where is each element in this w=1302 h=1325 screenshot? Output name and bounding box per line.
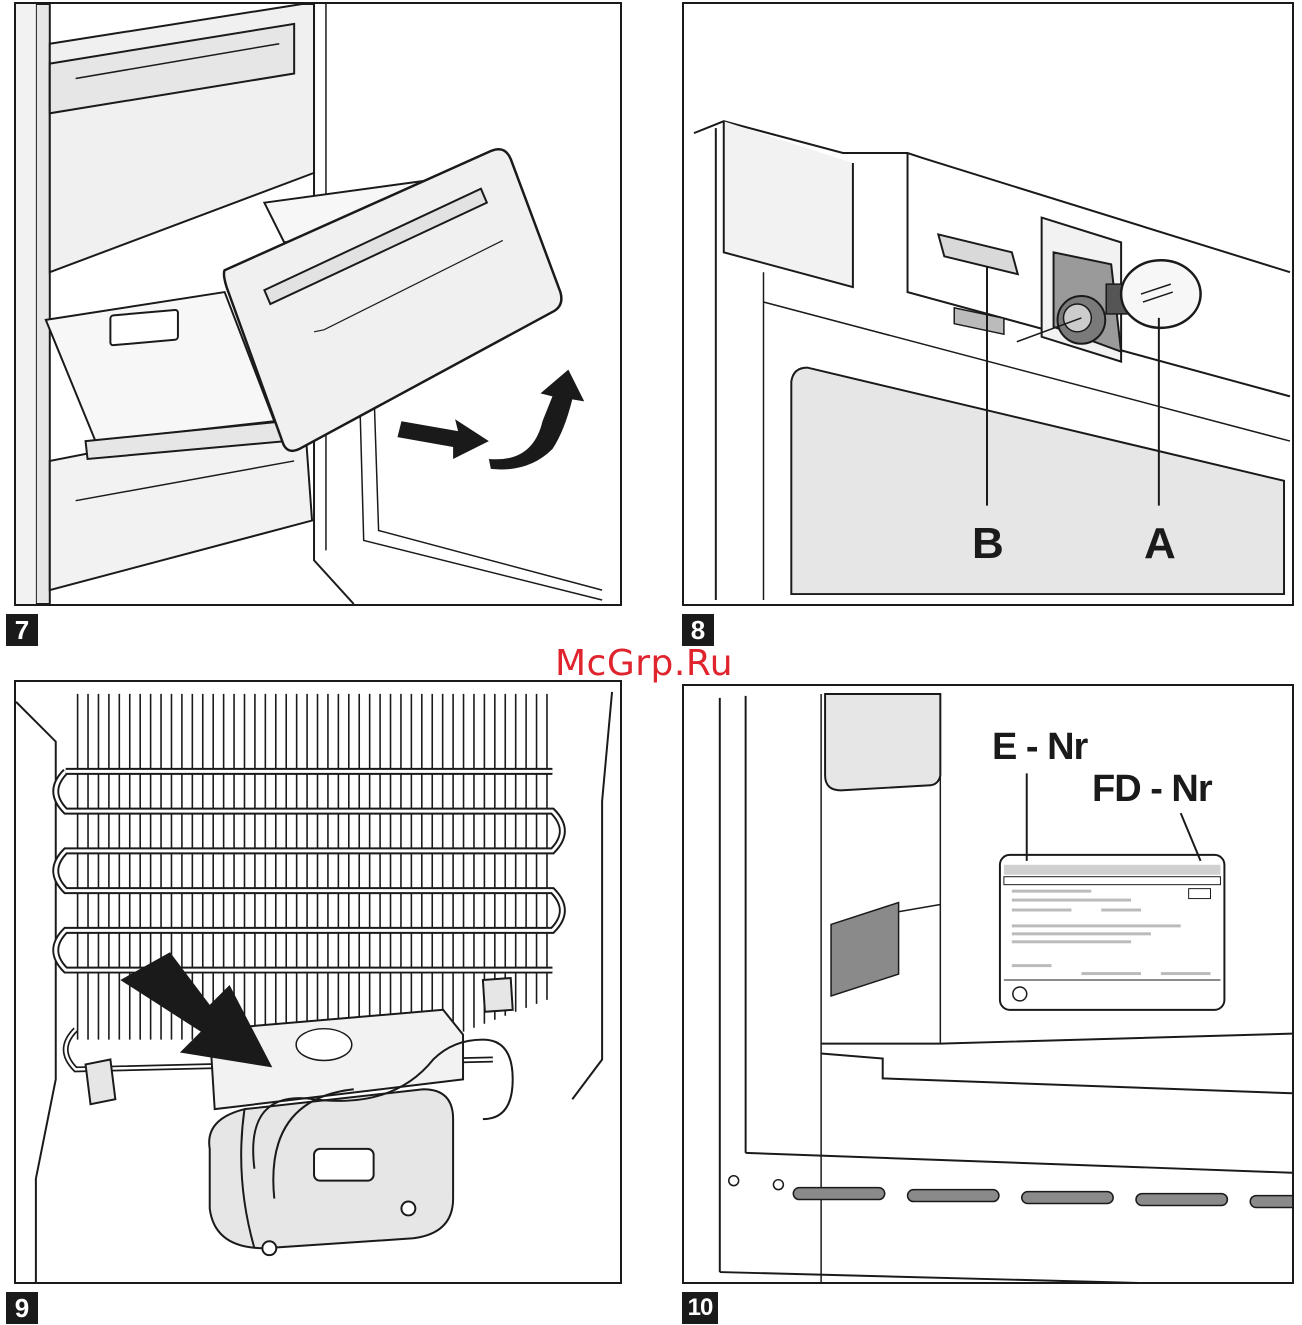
figure-10-panel: E - Nr FD - Nr	[682, 684, 1294, 1284]
label-fd-nr: FD - Nr	[1092, 768, 1212, 811]
figure-8-panel: B A	[682, 2, 1294, 606]
label-e-nr: E - Nr	[992, 726, 1087, 769]
figure-7-panel	[14, 2, 622, 606]
watermark-text: McGrp.Ru	[555, 643, 733, 684]
figure-9-panel	[14, 680, 622, 1284]
compressor-illustration	[16, 682, 620, 1282]
label-b: B	[972, 519, 1004, 569]
figure-7-number: 7	[6, 614, 38, 646]
figure-10-number: 10	[682, 1292, 718, 1324]
figure-9-number: 9	[6, 1292, 38, 1324]
figure-8-number: 8	[682, 614, 714, 646]
label-a: A	[1144, 519, 1176, 569]
drawer-removal-illustration	[16, 4, 620, 604]
light-bulb-illustration	[684, 4, 1292, 604]
